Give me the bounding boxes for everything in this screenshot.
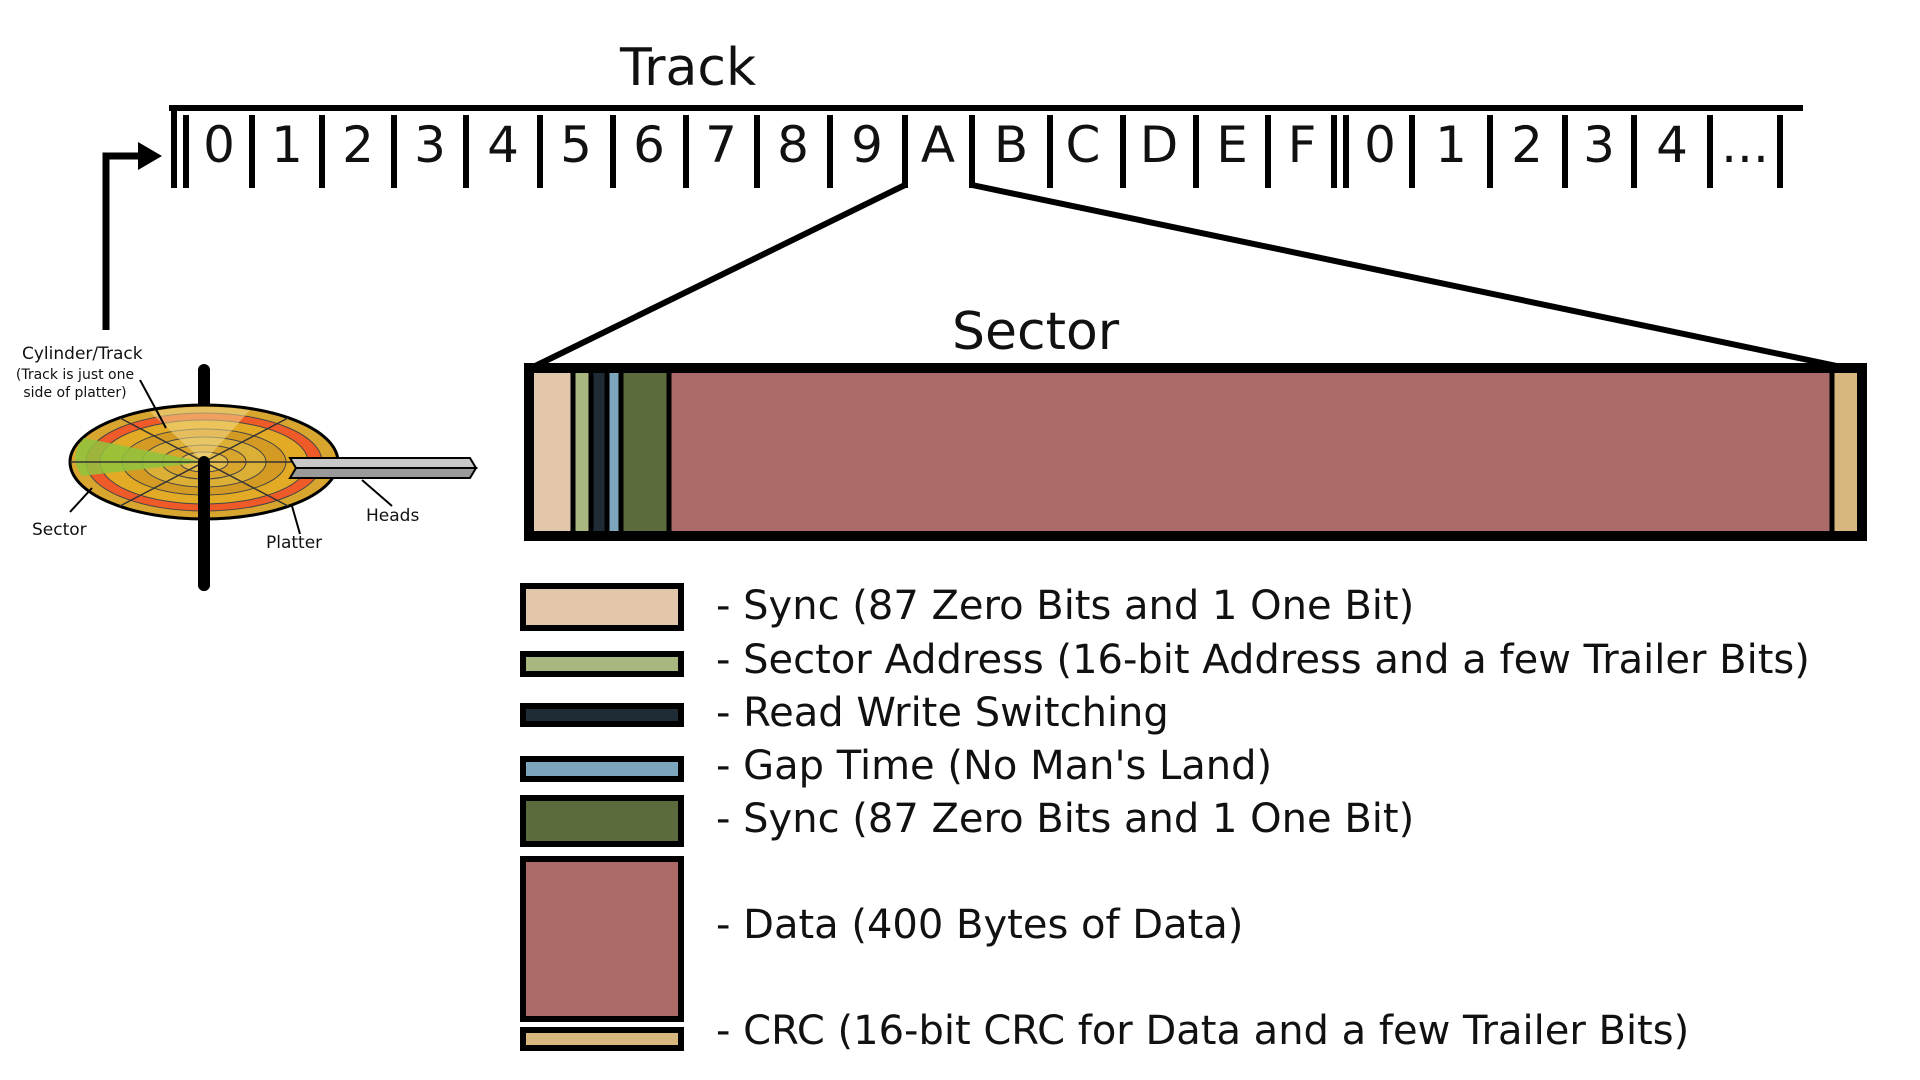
track-cell: 9	[851, 116, 883, 174]
zoom-lines	[525, 182, 1857, 373]
legend-swatch-crc	[520, 1027, 684, 1051]
track-cell-a: A	[920, 116, 956, 174]
track-cell: 4	[1656, 116, 1688, 174]
track-cell: ...	[1721, 116, 1769, 174]
heads-label: Heads	[366, 506, 420, 526]
track-cell: F	[1287, 116, 1317, 174]
platter-label: Platter	[266, 533, 323, 553]
track-cell: 2	[342, 116, 374, 174]
legend-swatch-address	[520, 651, 684, 677]
legend-label-address: - Sector Address (16-bit Address and a f…	[716, 637, 1810, 683]
legend-label-sync: - Sync (87 Zero Bits and 1 One Bit)	[716, 583, 1415, 629]
sector-seg-data	[669, 368, 1832, 536]
track-strip	[169, 105, 1803, 188]
track-cell: C	[1065, 116, 1101, 174]
track-cell: 5	[560, 116, 592, 174]
track-cell: 3	[414, 116, 446, 174]
sector-seg-gap	[607, 368, 621, 536]
track-cell: 8	[777, 116, 809, 174]
legend-label-rw: - Read Write Switching	[716, 690, 1169, 736]
cylinder-note: (Track is just one side of platter)	[10, 366, 140, 402]
track-cell: 2	[1511, 116, 1543, 174]
track-cell: 0	[203, 116, 235, 174]
track-cell: 0	[1364, 116, 1396, 174]
legend-swatch-sync2	[520, 795, 684, 847]
track-cell: 1	[271, 116, 303, 174]
legend-swatch-data	[520, 856, 684, 1022]
cylinder-track-label: Cylinder/Track	[22, 344, 143, 364]
sector-label: Sector	[32, 520, 87, 540]
track-cell: 4	[487, 116, 519, 174]
platter-to-track-arrow	[102, 142, 162, 330]
legend-swatch-rw	[520, 703, 684, 727]
track-cell: E	[1216, 116, 1248, 174]
sector-seg-rw	[591, 368, 607, 536]
legend-swatch-sync	[520, 583, 684, 631]
legend-label-data: - Data (400 Bytes of Data)	[716, 902, 1244, 948]
sector-seg-address	[573, 368, 591, 536]
legend-label-crc: - CRC (16-bit CRC for Data and a few Tra…	[716, 1008, 1690, 1054]
cylinder-note-line1: (Track is just one	[15, 367, 135, 383]
legend-label-sync2: - Sync (87 Zero Bits and 1 One Bit)	[716, 796, 1415, 842]
track-cell: 1	[1435, 116, 1467, 174]
sector-box	[524, 363, 1867, 541]
track-cell: 3	[1583, 116, 1615, 174]
legend-label-gap: - Gap Time (No Man's Land)	[716, 743, 1273, 789]
track-cell: 7	[705, 116, 737, 174]
disk-platter-illustration	[68, 364, 478, 591]
cylinder-note-line2: side of platter)	[23, 385, 127, 401]
track-title: Track	[620, 38, 757, 98]
track-cell: B	[993, 116, 1029, 174]
sector-seg-sync2	[621, 368, 669, 536]
track-cell: D	[1139, 116, 1179, 174]
sector-title: Sector	[952, 302, 1120, 362]
sector-seg-sync1	[529, 368, 573, 536]
track-cell: 6	[633, 116, 665, 174]
legend-swatch-gap	[520, 756, 684, 782]
